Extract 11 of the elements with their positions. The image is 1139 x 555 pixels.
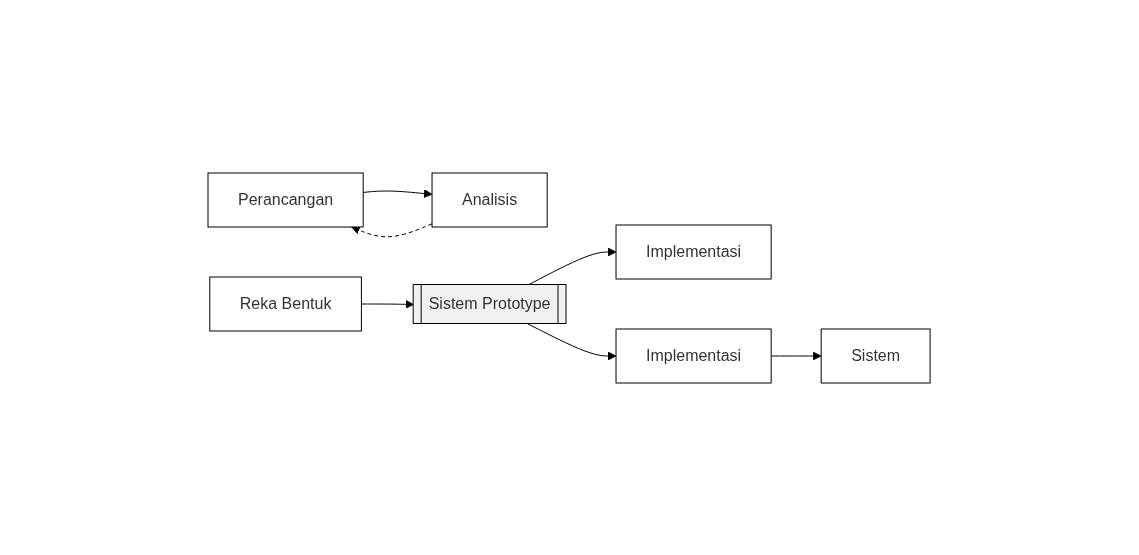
- node-box: Reka Bentuk: [209, 276, 363, 331]
- node-box: Sistem: [821, 328, 932, 383]
- arrow: [361, 299, 415, 309]
- arrow: [528, 247, 617, 285]
- node-box: Analisis: [432, 172, 549, 227]
- arrow: [528, 323, 617, 360]
- node-box: Perancangan: [207, 172, 365, 227]
- node-box: Implementasi: [615, 224, 773, 279]
- arrow: [351, 222, 433, 237]
- node-box: Implementasi: [615, 328, 773, 383]
- arrow: [363, 188, 433, 198]
